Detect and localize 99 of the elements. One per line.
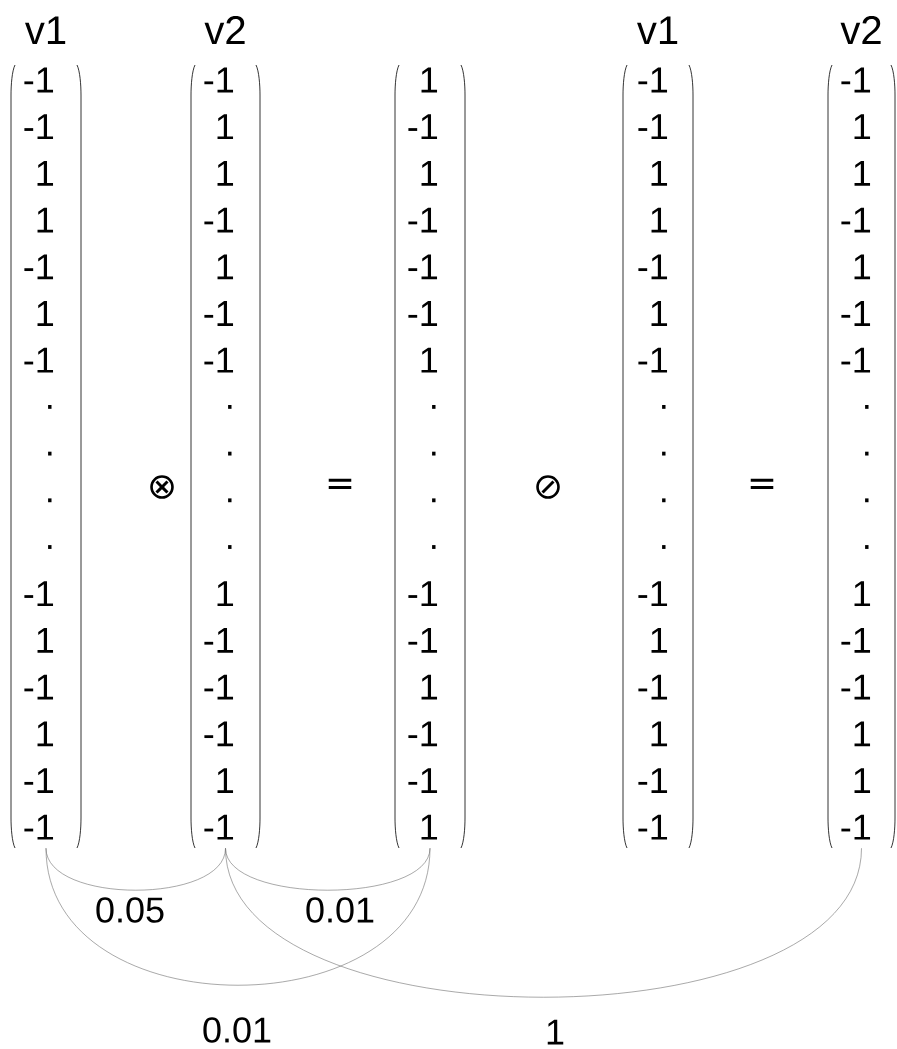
vector-entry: 1 bbox=[421, 814, 438, 840]
vector-entry: -1 bbox=[638, 814, 668, 840]
vector-entry: 1 bbox=[854, 254, 871, 280]
vector-entry: 1 bbox=[421, 674, 438, 700]
vector-entry: . bbox=[432, 498, 436, 503]
vector-entry: . bbox=[865, 498, 869, 503]
vector-entry: -1 bbox=[204, 347, 234, 373]
vector-entry: . bbox=[662, 451, 666, 456]
vector-entry: -1 bbox=[24, 67, 54, 93]
vector-entry: 1 bbox=[854, 161, 871, 186]
vector-entry: . bbox=[48, 451, 52, 456]
vector-entry: -1 bbox=[841, 207, 871, 233]
vector-entry: -1 bbox=[638, 768, 668, 793]
operator-symbol: = bbox=[328, 478, 352, 489]
edge-label: 0.01 bbox=[200, 1016, 274, 1044]
vector-entry: -1 bbox=[408, 721, 438, 747]
vector-entry: 1 bbox=[217, 768, 234, 793]
vector-entry: . bbox=[662, 498, 666, 503]
vector-entry: . bbox=[48, 545, 52, 549]
vector-entry: 1 bbox=[217, 581, 234, 607]
vector-entry: . bbox=[865, 405, 869, 409]
vector-entry: 1 bbox=[421, 347, 438, 373]
vector-entry: -1 bbox=[638, 254, 668, 280]
vector-entry: . bbox=[432, 405, 436, 409]
vector-entry: . bbox=[432, 451, 436, 456]
edge-label: 0.05 bbox=[93, 896, 167, 924]
edge-label: 0.01 bbox=[303, 896, 377, 924]
vector-label: v1 bbox=[25, 16, 66, 44]
vector-entry: -1 bbox=[204, 628, 234, 653]
vector-entry: -1 bbox=[408, 254, 438, 280]
vector-entry: -1 bbox=[204, 67, 234, 93]
vector-entry: -1 bbox=[204, 814, 234, 840]
vector-entry: . bbox=[662, 545, 666, 549]
vector-entry: 1 bbox=[37, 628, 54, 653]
arc-connector bbox=[225, 847, 862, 998]
vector-entry: -1 bbox=[408, 768, 438, 793]
vector-entry: . bbox=[48, 498, 52, 503]
vector-entry: -1 bbox=[841, 674, 871, 700]
operator-symbol: ⊘ bbox=[536, 475, 560, 499]
vector-entry: -1 bbox=[24, 114, 54, 140]
vector-entry: -1 bbox=[24, 347, 54, 373]
operator-symbol: = bbox=[750, 478, 774, 489]
vector-entry: -1 bbox=[408, 581, 438, 607]
vector-entry: . bbox=[228, 498, 232, 503]
vector-entry: . bbox=[228, 405, 232, 409]
operator-symbol: ⊗ bbox=[150, 475, 174, 499]
vector-entry: . bbox=[228, 451, 232, 456]
vector-entry: . bbox=[865, 545, 869, 549]
vector-entry: -1 bbox=[841, 301, 871, 326]
vector-entry: -1 bbox=[408, 114, 438, 140]
vector-entry: 1 bbox=[854, 768, 871, 793]
vector-entry: . bbox=[662, 405, 666, 409]
vector-entry: 1 bbox=[651, 301, 668, 326]
vector-entry: 1 bbox=[37, 207, 54, 233]
vector-label: v2 bbox=[840, 16, 881, 44]
vector-entry: -1 bbox=[204, 721, 234, 747]
vector-entry: . bbox=[228, 545, 232, 549]
vector-entry: -1 bbox=[638, 347, 668, 373]
vector-entry: . bbox=[48, 405, 52, 409]
vector-entry: 1 bbox=[854, 721, 871, 747]
vector-entry: -1 bbox=[638, 674, 668, 700]
vector-entry: -1 bbox=[204, 207, 234, 233]
vector-entry: -1 bbox=[24, 814, 54, 840]
vector-entry: -1 bbox=[638, 114, 668, 140]
arc-connector bbox=[45, 847, 431, 986]
vector-entry: 1 bbox=[651, 207, 668, 233]
vector-label: v2 bbox=[204, 16, 245, 44]
vector-entry: -1 bbox=[841, 347, 871, 373]
vector-entry: 1 bbox=[217, 254, 234, 280]
vector-entry: 1 bbox=[854, 581, 871, 607]
vector-entry: -1 bbox=[841, 814, 871, 840]
vector-entry: 1 bbox=[421, 161, 438, 186]
vector-entry: 1 bbox=[37, 721, 54, 747]
vector-entry: -1 bbox=[841, 628, 871, 653]
vector-label: v1 bbox=[637, 16, 678, 44]
vector-entry: -1 bbox=[638, 581, 668, 607]
vector-entry: -1 bbox=[841, 67, 871, 93]
vector-entry: . bbox=[432, 545, 436, 549]
vector-entry: -1 bbox=[24, 768, 54, 793]
vector-entry: -1 bbox=[204, 674, 234, 700]
vector-entry: . bbox=[865, 451, 869, 456]
vector-entry: -1 bbox=[204, 301, 234, 326]
vector-entry: -1 bbox=[638, 67, 668, 93]
vector-entry: 1 bbox=[37, 301, 54, 326]
vector-entry: -1 bbox=[24, 581, 54, 607]
vector-entry: 1 bbox=[37, 161, 54, 186]
vector-entry: 1 bbox=[217, 161, 234, 186]
vector-entry: -1 bbox=[24, 674, 54, 700]
vector-entry: 1 bbox=[651, 628, 668, 653]
edge-label: 1 bbox=[544, 1018, 566, 1046]
vector-entry: -1 bbox=[408, 628, 438, 653]
vector-entry: 1 bbox=[421, 67, 438, 93]
vector-entry: -1 bbox=[408, 301, 438, 326]
vector-entry: 1 bbox=[854, 114, 871, 140]
vector-entry: 1 bbox=[217, 114, 234, 140]
vector-entry: -1 bbox=[408, 207, 438, 233]
vector-entry: -1 bbox=[24, 254, 54, 280]
vector-entry: 1 bbox=[651, 161, 668, 186]
vector-entry: 1 bbox=[651, 721, 668, 747]
